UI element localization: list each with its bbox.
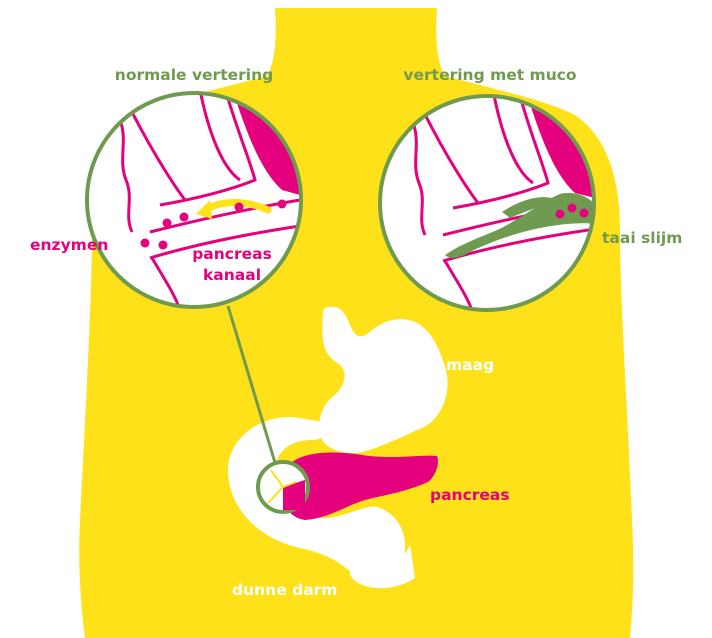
label-small-intestine: dunne darm bbox=[232, 581, 337, 599]
label-normal-digestion: normale vertering bbox=[115, 66, 273, 84]
label-stomach: maag bbox=[446, 356, 494, 374]
pancreas-zoom-marker bbox=[258, 462, 308, 512]
label-cf-digestion: vertering met muco bbox=[403, 66, 576, 84]
label-enzymes: enzymen bbox=[30, 236, 108, 254]
normal-digestion-zoom bbox=[87, 88, 301, 310]
label-thick-mucus: taai slijm bbox=[602, 229, 682, 247]
label-pancreas: pancreas bbox=[430, 486, 510, 504]
label-pancreatic-duct-line2: kanaal bbox=[203, 266, 261, 284]
label-pancreatic-duct-line1: pancreas bbox=[192, 245, 272, 263]
